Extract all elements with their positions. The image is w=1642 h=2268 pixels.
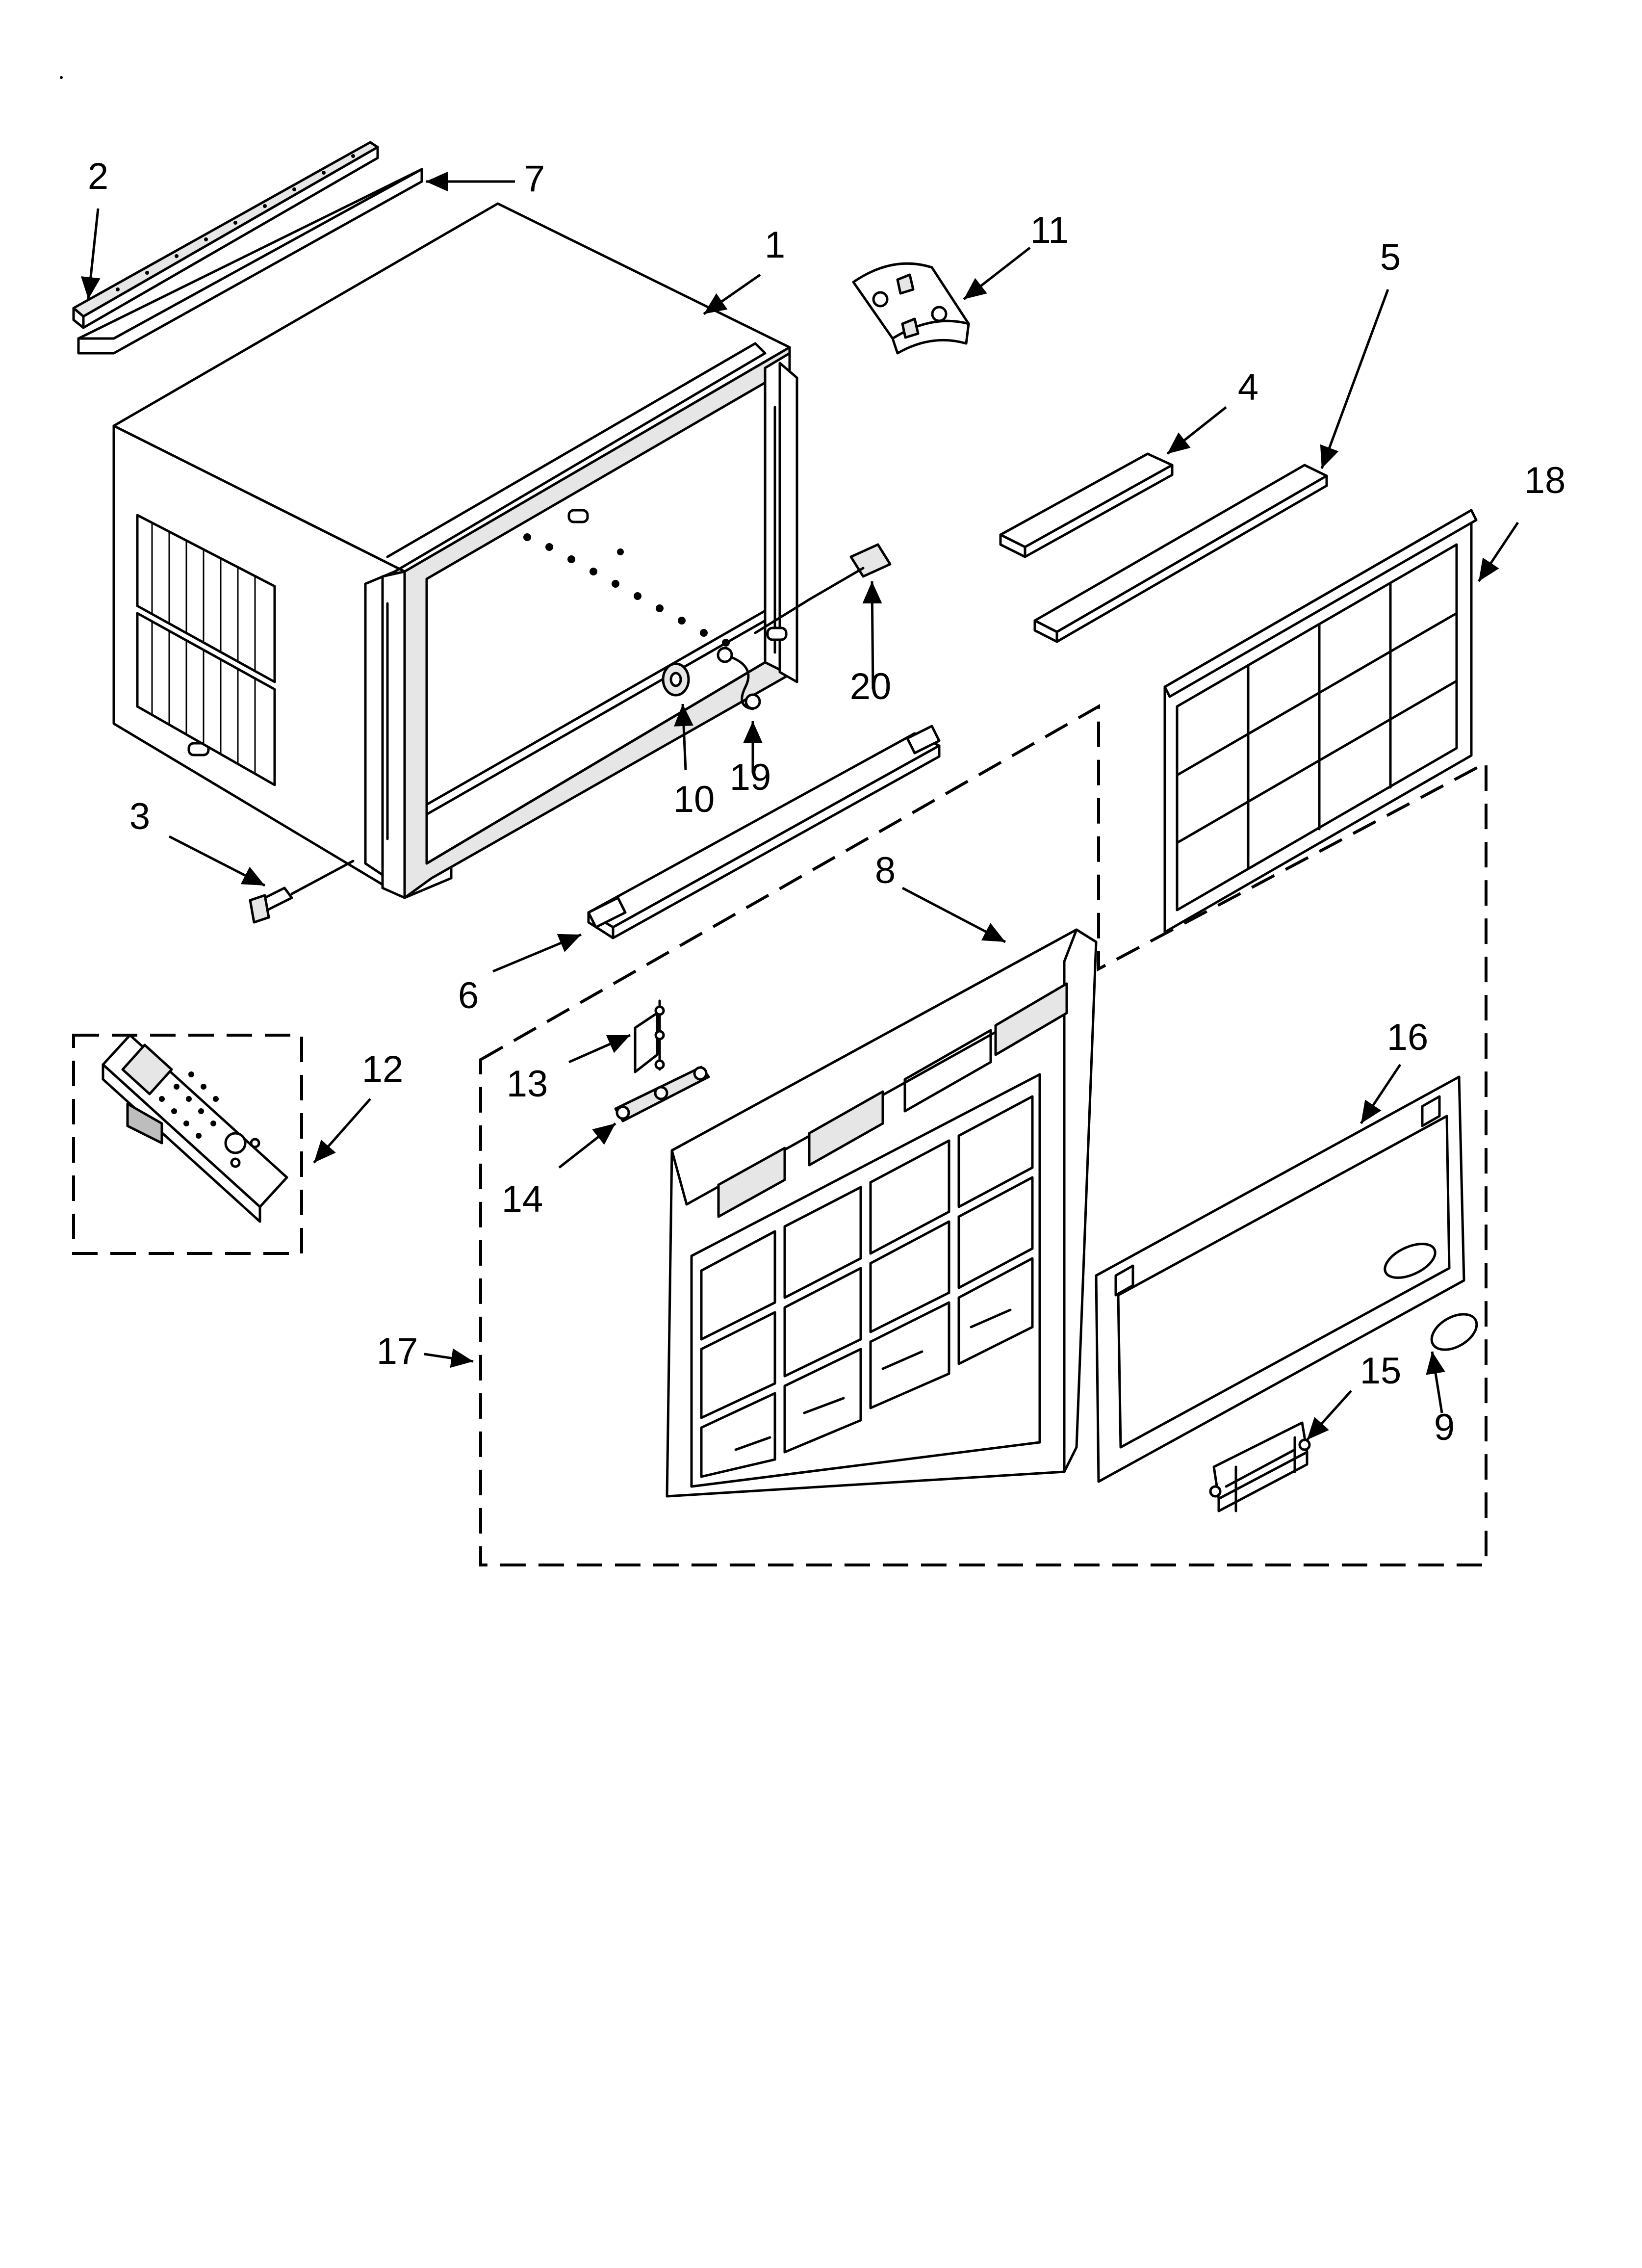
label-part-10: 10 [673,779,715,820]
label-part-3: 3 [129,796,150,837]
label-part-12: 12 [362,1048,404,1090]
label-part-19: 19 [730,756,771,798]
label-part-18: 18 [1524,460,1566,501]
remote-control-part-12 [102,1034,288,1223]
front-grille-part-16 [1095,1075,1465,1483]
label-part-5: 5 [1380,236,1401,278]
bracket-part-11 [852,262,970,355]
label-part-4: 4 [1238,366,1258,408]
front-assembly-group-box [479,704,1488,1566]
label-part-8: 8 [875,850,896,891]
label-part-20: 20 [850,666,892,707]
angle-strip-part-7 [77,168,423,355]
label-part-11: 11 [1030,209,1069,251]
screw-part-20 [754,543,892,634]
label-part-7: 7 [524,158,545,200]
louver-piece-part-13 [634,999,665,1073]
label-part-14: 14 [502,1178,543,1220]
label-part-13: 13 [507,1063,548,1105]
rail-strip-part-2 [72,141,379,329]
clip-part-19 [717,647,761,710]
cabinet-part-1 [112,202,798,899]
side-louvers [136,514,276,786]
label-part-1: 1 [765,224,785,266]
part-labels: 2 7 1 11 5 4 18 20 10 19 3 6 8 13 12 14 … [88,156,1565,1448]
badge-part-9 [1430,1313,1478,1351]
filter-part-18 [1163,509,1478,934]
linkage-part-14 [614,1066,710,1122]
screw-part-3 [249,860,355,924]
label-part-9: 9 [1434,1407,1455,1448]
foam-bar-part-6 [587,725,941,939]
leader-lines [80,172,1519,1441]
stray-dot [60,76,63,79]
label-part-16: 16 [1387,1017,1429,1058]
hinge-part-15 [1209,1421,1311,1512]
remote-group-box [72,1034,303,1255]
label-part-2: 2 [88,156,108,197]
front-panel-part-8 [666,928,1098,1498]
label-part-17: 17 [377,1330,418,1372]
label-part-6: 6 [458,975,479,1017]
foam-strip-part-5 [1033,464,1328,643]
foam-strip-part-4 [999,452,1174,558]
nut-part-10 [662,662,690,697]
label-part-15: 15 [1360,1350,1402,1392]
